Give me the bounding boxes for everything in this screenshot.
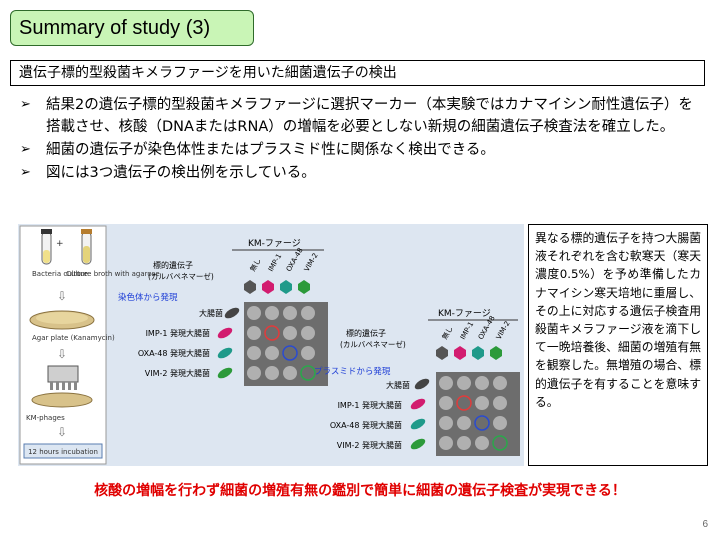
plasmid-section-label: プラスミドから発現 bbox=[314, 367, 391, 377]
bullet-text: 細菌の遺伝子が染色体性またはプラスミド性に関係なく検出できる。 bbox=[46, 142, 495, 158]
chromosome-target-gene-label: 標的遺伝子 bbox=[153, 260, 193, 270]
bullet-list: ➢ 結果2の遺伝子標的型殺菌キメラファージに選択マーカー（本実験ではカナマイシン… bbox=[20, 94, 700, 185]
bullet-item: ➢ 図には3つ遺伝子の検出例を示している。 bbox=[20, 162, 700, 184]
chromosome-target-gene-sub: (カルバペネマーゼ) bbox=[148, 271, 214, 281]
culture-broth-tube-icon bbox=[81, 229, 92, 265]
bacteria-icons bbox=[217, 307, 240, 379]
slide-title: Summary of study (3) bbox=[10, 10, 254, 46]
phage-icons-row bbox=[436, 346, 502, 360]
column-label: VIM-2 bbox=[495, 320, 512, 341]
bullet-arrow-icon: ➢ bbox=[20, 165, 31, 180]
km-phages-label: KM-phages bbox=[26, 414, 65, 422]
arrow-down-icon: ⇩ bbox=[57, 425, 67, 439]
bacteria-icons bbox=[410, 378, 430, 450]
method-note: 異なる標的遺伝子を持つ大腸菌液それぞれを含む軟寒天（寒天濃度0.5%）を予め準備… bbox=[528, 224, 708, 466]
agar-plate-surface bbox=[36, 312, 88, 324]
column-label: 無し bbox=[248, 256, 263, 273]
bacteria-culture-tube-icon bbox=[41, 229, 52, 265]
chromosome-section-label: 染色体から発現 bbox=[118, 292, 178, 303]
chromosome-row-label: OXA-48 発現大腸菌 bbox=[138, 348, 210, 358]
experiment-figure: + Bacteria culture Culture broth with ag… bbox=[18, 224, 524, 466]
bullet-arrow-icon: ➢ bbox=[20, 97, 31, 112]
column-label: IMP-1 bbox=[459, 320, 476, 341]
plasmid-row-label: OXA-48 発現大腸菌 bbox=[330, 420, 402, 430]
arrow-down-icon: ⇩ bbox=[57, 289, 67, 303]
agar-plate-icon bbox=[31, 392, 93, 408]
plasmid-target-gene-label: 標的遺伝子 bbox=[346, 328, 386, 338]
procedure-panel bbox=[19, 225, 107, 465]
bullet-arrow-icon: ➢ bbox=[20, 142, 31, 157]
incubation-box bbox=[23, 443, 103, 459]
incubation-label: 12 hours incubation bbox=[28, 448, 98, 456]
bacteria-culture-label: Bacteria culture bbox=[32, 270, 88, 278]
column-label: IMP-1 bbox=[267, 252, 284, 273]
figure-svg: + Bacteria culture Culture broth with ag… bbox=[19, 225, 520, 465]
plus-sign: + bbox=[56, 239, 64, 249]
plasmid-spots bbox=[439, 376, 508, 451]
chromosome-row-label: VIM-2 発現大腸菌 bbox=[145, 368, 210, 378]
phage-icons-row bbox=[244, 280, 310, 294]
culture-broth-label: Culture broth with agarose bbox=[66, 270, 160, 278]
column-label: VIM-2 bbox=[303, 252, 320, 273]
pipette-icon bbox=[47, 365, 79, 390]
bullet-item: ➢ 結果2の遺伝子標的型殺菌キメラファージに選択マーカー（本実験ではカナマイシン… bbox=[20, 94, 700, 138]
plasmid-row-label: VIM-2 発現大腸菌 bbox=[337, 440, 402, 450]
bullet-item: ➢ 細菌の遺伝子が染色体性またはプラスミド性に関係なく検出できる。 bbox=[20, 139, 700, 161]
plasmid-phage-header: KM-ファージ bbox=[438, 309, 491, 319]
plasmid-row-label: IMP-1 発現大腸菌 bbox=[338, 400, 402, 410]
plasmid-target-gene-sub: (カルバペネマーゼ) bbox=[340, 339, 406, 349]
plasmid-row-label: 大腸菌 bbox=[386, 380, 410, 390]
chromosome-phage-header: KM-ファージ bbox=[248, 239, 301, 249]
bullet-text: 結果2の遺伝子標的型殺菌キメラファージに選択マーカー（本実験ではカナマイシン耐性… bbox=[46, 97, 693, 135]
agar-plate-label: Agar plate (Kanamycin) bbox=[32, 334, 115, 342]
chromosome-spots bbox=[247, 306, 316, 381]
bullet-text: 図には3つ遺伝子の検出例を示している。 bbox=[46, 165, 316, 181]
chromosome-row-label: 大腸菌 bbox=[199, 308, 223, 318]
column-label: 無し bbox=[440, 324, 455, 341]
conclusion-text: 核酸の増幅を行わず細菌の増殖有無の鑑別で簡単に細菌の遺伝子検査が実現できる！ bbox=[94, 483, 626, 499]
arrow-down-icon: ⇩ bbox=[57, 347, 67, 361]
slide-subtitle: 遺伝子標的型殺菌キメラファージを用いた細菌遺伝子の検出 bbox=[10, 60, 705, 86]
chromosome-row-label: IMP-1 発現大腸菌 bbox=[146, 328, 210, 338]
page-number: 6 bbox=[702, 519, 708, 530]
